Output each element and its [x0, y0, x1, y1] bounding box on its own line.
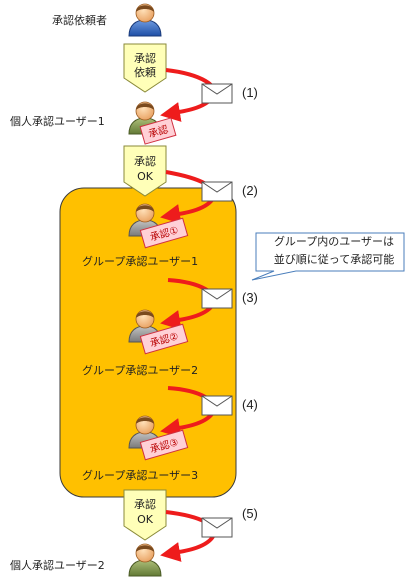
node-label-group-1: グループ承認ユーザー1: [82, 254, 198, 268]
step-label-1: (1): [242, 85, 258, 100]
chevron-ok-2-line1: 承認: [134, 497, 156, 511]
chevron-request: 承認 依頼: [123, 43, 167, 93]
stamp-group-1: 承認①: [139, 217, 189, 249]
envelope-icon: [201, 517, 233, 538]
stamp-group-3: 承認③: [139, 429, 189, 461]
envelope-icon: [201, 288, 233, 309]
envelope-icon: [201, 181, 233, 202]
person-icon-requester: [128, 3, 162, 37]
envelope-icon: [201, 395, 233, 416]
chevron-ok-1-line2: OK: [137, 170, 154, 183]
chevron-ok-2-line2: OK: [137, 513, 154, 526]
step-label-2: (2): [242, 183, 258, 198]
chevron-request-line1: 承認: [134, 51, 156, 65]
arrow-step-5: [160, 510, 217, 562]
node-label-personal-2: 個人承認ユーザー2: [10, 558, 105, 572]
callout-note-line1: グループ内のユーザーは: [273, 235, 395, 248]
step-label-5: (5): [242, 506, 258, 521]
chevron-ok-2: 承認 OK: [123, 489, 167, 541]
chevron-request-line2: 依頼: [134, 66, 156, 79]
stamp-group-2: 承認②: [139, 323, 189, 355]
callout-note-box: [251, 232, 405, 281]
envelope-icon: [201, 83, 233, 104]
node-label-requester: 承認依頼者: [52, 13, 107, 27]
stamp-personal: 承認: [139, 117, 177, 145]
chevron-ok-1: 承認 OK: [123, 145, 167, 197]
node-label-group-2: グループ承認ユーザー2: [82, 363, 198, 377]
node-label-group-3: グループ承認ユーザー3: [82, 468, 198, 482]
callout-note: グループ内のユーザーは 並び順に従って承認可能: [264, 233, 404, 269]
step-label-4: (4): [242, 397, 258, 412]
step-label-3: (3): [242, 290, 258, 305]
person-icon-personal-2: [128, 543, 162, 577]
chevron-ok-1-line1: 承認: [134, 154, 156, 168]
node-label-personal-1: 個人承認ユーザー1: [10, 114, 105, 128]
callout-note-line2: 並び順に従って承認可能: [273, 253, 395, 266]
